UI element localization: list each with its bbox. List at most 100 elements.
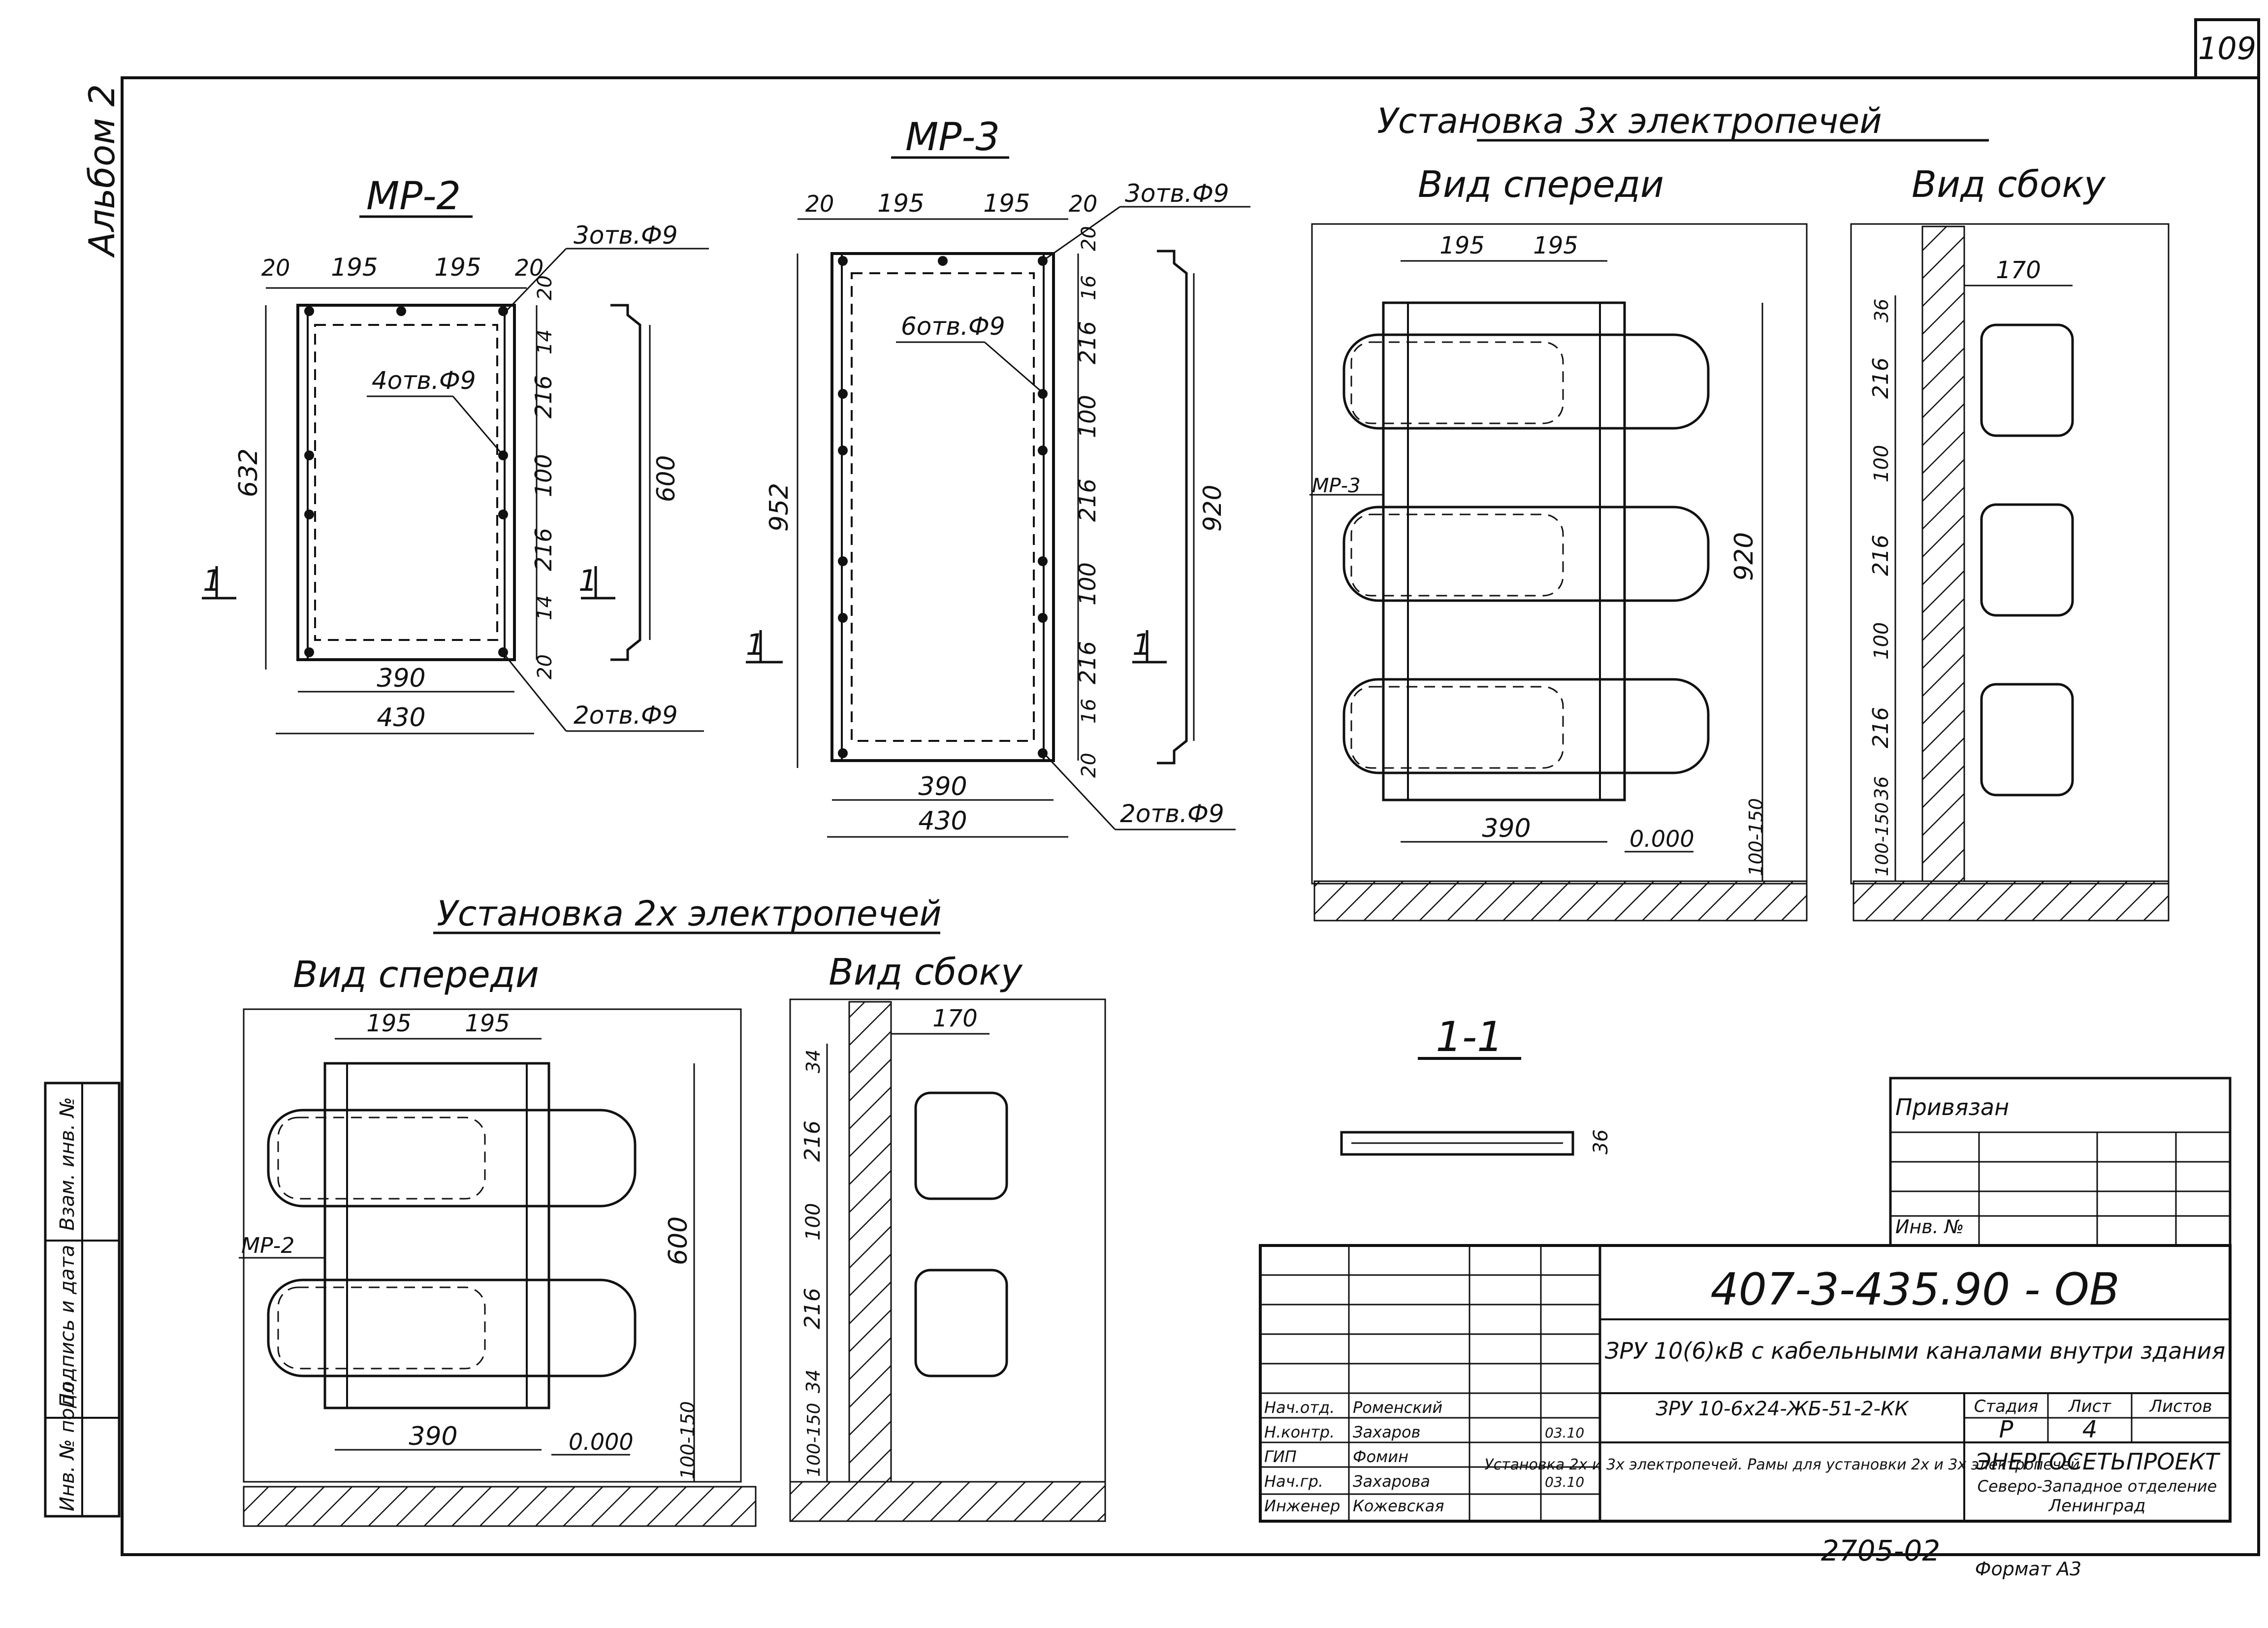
role-2: Н.контр. — [1264, 1423, 1335, 1441]
install2-side-title: Вид сбоку — [829, 951, 1023, 993]
install3-stove-3 — [1342, 678, 1710, 774]
mr3-dim-top-2: 195 — [877, 189, 924, 218]
install3-floor-gap: 100-150 — [1745, 798, 1767, 876]
install2-front-dim-2: 195 — [465, 1010, 510, 1037]
side-stamp-text-3: Инв. № подл. — [56, 1375, 79, 1511]
mr2-dim-right-4: 100 — [530, 454, 557, 497]
mr3-dim-right-5: 216 — [1074, 479, 1101, 522]
install3-side-width: 170 — [1996, 256, 2041, 284]
title-block: 407-3-435.90 - ОВ ЗРУ 10(6)кВ с кабельны… — [1259, 1244, 2232, 1523]
stage-label: Стадия — [1974, 1397, 2038, 1416]
name-5: Кожевская — [1353, 1497, 1444, 1515]
binding-block: Привязан Инв. № — [1889, 1077, 2232, 1247]
mr2-dim-bottom-outer: 430 — [377, 703, 425, 733]
mr3-dim-right-7: 216 — [1074, 641, 1101, 684]
install3-frame-label: МР-3 — [1312, 475, 1361, 497]
sheet-value: 4 — [2082, 1416, 2098, 1443]
install2-floor-gap: 100-150 — [677, 1401, 699, 1479]
install2-side-dim-6: 100-150 — [804, 1403, 824, 1477]
stamp-note: 2705-02 — [1821, 1534, 1940, 1567]
mr3-title: МР-3 — [905, 115, 1000, 160]
section-title: 1-1 — [1436, 1013, 1503, 1061]
install3-floor-mark: 0.000 — [1629, 826, 1694, 852]
install3-stove-1 — [1342, 333, 1710, 430]
side-stamp-text-1: Взам. инв. № — [56, 1097, 79, 1231]
install2-side-stove-1 — [914, 1091, 1008, 1200]
mr3-dim-top-4: 20 — [1069, 191, 1098, 217]
side-stamp: Взам. инв. № Подпись и дата Инв. № подл. — [44, 1082, 121, 1518]
install3-side-dim-2: 216 — [1868, 357, 1893, 399]
sheet-frame — [121, 76, 2260, 1556]
mr3-note-mid: 6отв.Ф9 — [901, 312, 1005, 341]
sheet-name: ЗРУ 10-6х24-ЖБ-51-2-КК — [1656, 1398, 1909, 1420]
mr2-dim-top-1: 20 — [261, 255, 290, 281]
mr2-drawing: МР-2 20 195 195 20 3отв.Ф9 4отв.Ф9 20 14… — [202, 174, 709, 734]
role-1: Нач.отд. — [1264, 1398, 1335, 1417]
mr2-dim-right-7: 20 — [534, 654, 556, 679]
install2-stove-1 — [267, 1109, 637, 1208]
install3-side-title: Вид сбоку — [1912, 163, 2106, 206]
mr3-dim-right-2: 16 — [1078, 275, 1100, 300]
install3-side-stove-3 — [1980, 683, 2074, 797]
org-name: ЭНЕРГОСЕТЬПРОЕКТ — [1975, 1448, 2221, 1475]
install2-drawing: Установка 2х электропечей Вид спереди Ви… — [239, 894, 1106, 1527]
date-2: 03.10 — [1545, 1425, 1584, 1441]
install2-title: Установка 2х электропечей — [437, 894, 942, 934]
name-1: Роменский — [1353, 1398, 1442, 1417]
mr2-title: МР-2 — [366, 174, 461, 219]
install3-side-stove-2 — [1980, 503, 2074, 617]
mr3-dim-right-8: 16 — [1078, 699, 1100, 724]
mr2-dim-height: 632 — [234, 448, 263, 497]
mr2-dim-top-3: 195 — [434, 253, 481, 282]
install3-side-dim-3: 100 — [1870, 445, 1893, 482]
section-dim: 36 — [1590, 1129, 1612, 1154]
install2-side-dim-2: 216 — [800, 1120, 825, 1162]
binding-inv-label: Инв. № — [1895, 1216, 1964, 1238]
mr2-section-mark-right: 1 — [578, 564, 597, 598]
install2-front-dim-1: 195 — [366, 1010, 412, 1037]
org-sub: Северо-Западное отделение — [1978, 1477, 2217, 1496]
name-3: Фомин — [1353, 1447, 1408, 1466]
mr2-dim-right-5: 216 — [530, 528, 557, 571]
sheets-label: Листов — [2148, 1397, 2212, 1416]
mr2-dim-right-1: 20 — [534, 275, 556, 300]
format-label: Формат А3 — [1975, 1558, 2081, 1580]
install2-side-dim-1: 34 — [802, 1050, 824, 1073]
mr3-dim-bottom-inner: 390 — [918, 772, 967, 801]
install3-side-dim-6: 216 — [1868, 707, 1893, 748]
mr3-note-bottom: 2отв.Ф9 — [1120, 799, 1224, 828]
sheet-number: 109 — [2198, 31, 2256, 66]
mr3-dim-right-6: 100 — [1074, 562, 1101, 606]
mr2-note-top: 3отв.Ф9 — [574, 221, 678, 250]
date-4: 03.10 — [1545, 1474, 1584, 1490]
role-5: Инженер — [1264, 1497, 1340, 1515]
mr3-drawing: МР-3 20 195 195 20 3отв.Ф9 6отв.Ф9 20 16… — [746, 115, 1250, 838]
install2-side-stove-2 — [914, 1269, 1008, 1377]
install3-title: Установка 3х электропечей — [1377, 101, 1882, 141]
install3-front-dim-2: 195 — [1533, 232, 1578, 259]
install2-side-dim-4: 216 — [800, 1288, 825, 1329]
install3-side-dim-5: 100 — [1870, 622, 1893, 660]
mr2-dim-bottom-inner: 390 — [377, 664, 425, 693]
install3-stove-2 — [1342, 506, 1710, 602]
install3-drawing: Установка 3х электропечей Вид спереди Ви… — [1310, 101, 2170, 922]
mr3-dim-bottom-outer: 430 — [918, 806, 967, 836]
install2-floor-mark: 0.000 — [569, 1429, 634, 1455]
sheet-label: Лист — [2068, 1397, 2111, 1416]
install3-side-dim-4: 216 — [1868, 535, 1893, 576]
mr2-dim-right-2: 14 — [534, 329, 556, 354]
org-city: Ленинград — [2048, 1496, 2146, 1516]
mr3-dim-right-1: 20 — [1078, 226, 1100, 251]
album-label: Альбом 2 — [81, 84, 123, 258]
mr2-note-mid: 4отв.Ф9 — [372, 366, 476, 395]
mr2-dim-side: 600 — [652, 455, 680, 502]
install3-side-dim-7: 36 — [1871, 776, 1892, 800]
doc-code: 407-3-435.90 - ОВ — [1710, 1264, 2119, 1315]
install2-side-dim-3: 100 — [802, 1203, 825, 1241]
mr2-dim-right-6: 14 — [534, 595, 556, 620]
sheet-number-box — [2194, 18, 2260, 79]
install3-side-stove-1 — [1980, 323, 2074, 437]
section-1-1: 1-1 36 — [1340, 1013, 1612, 1156]
drawing-title: Установка 2х и 3х электропечей. Рамы для… — [1484, 1456, 2079, 1473]
mr3-dim-top-3: 195 — [983, 189, 1030, 218]
